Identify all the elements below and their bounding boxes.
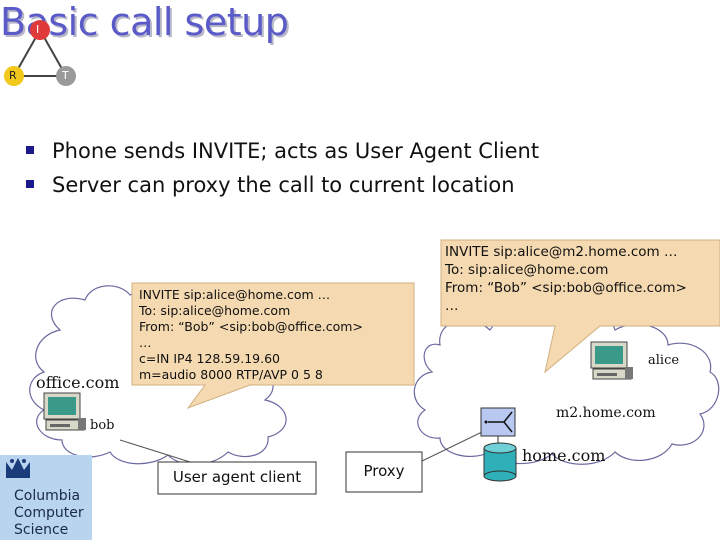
callout-right-line: … xyxy=(445,298,459,314)
callout-left-line: … xyxy=(139,335,152,350)
uac-label: User agent client xyxy=(172,468,302,486)
bob-to-uac-line xyxy=(119,439,191,463)
columbia-logo-line: Columbia xyxy=(14,488,81,504)
irt-logo xyxy=(4,20,76,86)
bullet-item: Phone sends INVITE; acts as User Agent C… xyxy=(26,139,539,163)
callout-right-line: INVITE sip:alice@m2.home.com … xyxy=(445,244,678,260)
callout-left-line: c=IN IP4 128.59.19.60 xyxy=(139,351,281,366)
proxy-to-home-line xyxy=(419,431,483,463)
callout-right-text: INVITE sip:alice@m2.home.com … To: sip:a… xyxy=(445,243,687,315)
callout-right-line: To: sip:alice@home.com xyxy=(445,262,609,278)
callout-left-line: m=audio 8000 RTP/AVP 0 5 8 xyxy=(139,367,323,382)
office-domain-label: office.com xyxy=(36,373,120,392)
callout-left-text: INVITE sip:alice@home.com … To: sip:alic… xyxy=(139,287,363,383)
irt-letter-i: I xyxy=(36,23,40,36)
proxy-box xyxy=(345,451,423,493)
irt-letter-t: T xyxy=(62,69,69,82)
columbia-logo-line: Science xyxy=(14,522,69,538)
callout-left-line: From: “Bob” <sip:bob@office.com> xyxy=(139,319,363,334)
m2-host-label: m2.home.com xyxy=(556,405,656,421)
bob-computer-icon xyxy=(43,392,86,431)
bob-host-label: bob xyxy=(90,418,115,433)
home-domain-label: home.com xyxy=(522,446,606,465)
callout-left-line: To: sip:alice@home.com xyxy=(139,303,291,318)
crown-icon xyxy=(0,455,92,540)
sip-server-icon xyxy=(480,407,516,437)
bullet-text: Phone sends INVITE; acts as User Agent C… xyxy=(52,139,540,163)
bullet-square-icon xyxy=(26,146,34,154)
bullet-item: Server can proxy the call to current loc… xyxy=(26,173,515,197)
bullet-text: Server can proxy the call to current loc… xyxy=(52,173,515,197)
proxy-label: Proxy xyxy=(363,462,405,480)
columbia-cs-logo: Columbia Computer Science xyxy=(14,488,84,539)
alice-host-label: alice xyxy=(648,353,680,368)
page-title: Basic call setup xyxy=(0,0,289,44)
callout-left-shape xyxy=(131,282,415,410)
irt-letter-r: R xyxy=(9,69,17,82)
database-icon xyxy=(483,442,517,482)
callout-left-line: INVITE sip:alice@home.com … xyxy=(139,287,331,302)
callout-right-shape xyxy=(440,239,720,374)
uac-box xyxy=(157,461,317,495)
callout-right-line: From: “Bob” <sip:bob@office.com> xyxy=(445,280,687,296)
columbia-logo-line: Computer xyxy=(14,505,84,521)
alice-computer-icon xyxy=(590,341,633,380)
bullet-square-icon xyxy=(26,180,34,188)
